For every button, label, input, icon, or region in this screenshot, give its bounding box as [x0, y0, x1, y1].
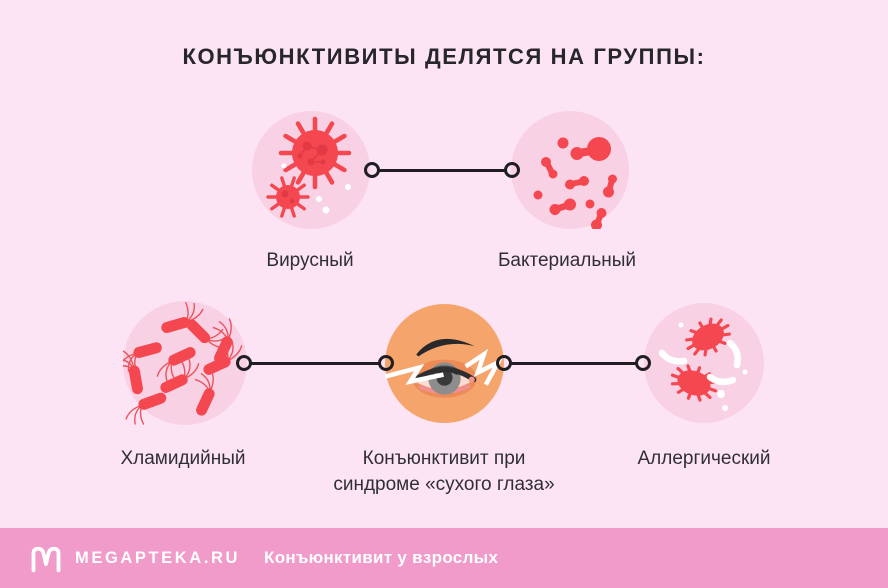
footer-bar: MEGAPTEKA.RU Конъюнктивит у взрослых [0, 528, 888, 588]
page-title: КОНЪЮНКТИВИТЫ ДЕЛЯТСЯ НА ГРУППЫ: [182, 44, 706, 69]
chlamydia-icon [123, 301, 247, 425]
connector-line [250, 361, 380, 365]
footer-brand: MEGAPTEKA.RU [75, 548, 241, 567]
viral-circle [252, 111, 370, 229]
dry-eye-circle [385, 304, 504, 423]
connector-ring-icon [635, 355, 651, 371]
chlamydial-label: Хламидийный [120, 448, 246, 469]
bacterial-circle [511, 111, 629, 229]
megapteka-logo-icon [31, 546, 61, 572]
viral-label: Вирусный [266, 250, 354, 271]
connector-ring-icon [378, 355, 394, 371]
connector-dryeye-allergic [496, 355, 651, 371]
footer-topic: Конъюнктивит у взрослых [264, 548, 499, 567]
connector-ring-icon [504, 162, 520, 178]
connector-line [510, 361, 637, 365]
allergen-icon [658, 309, 748, 411]
virus-icon [266, 116, 352, 218]
irritated-eye-icon [385, 338, 504, 398]
connector-chlamydial-dryeye [236, 355, 394, 371]
dry-eye-label: Конъюнктивит при синдроме «сухого глаза» [333, 448, 555, 495]
allergic-circle [644, 303, 764, 423]
connector-line [378, 168, 506, 172]
bacteria-icon [533, 137, 617, 229]
chlamydial-circle [123, 301, 247, 425]
bacterial-label: Бактериальный [497, 250, 637, 271]
connector-viral-bacterial [364, 162, 520, 178]
allergic-label: Аллергический [637, 448, 771, 469]
